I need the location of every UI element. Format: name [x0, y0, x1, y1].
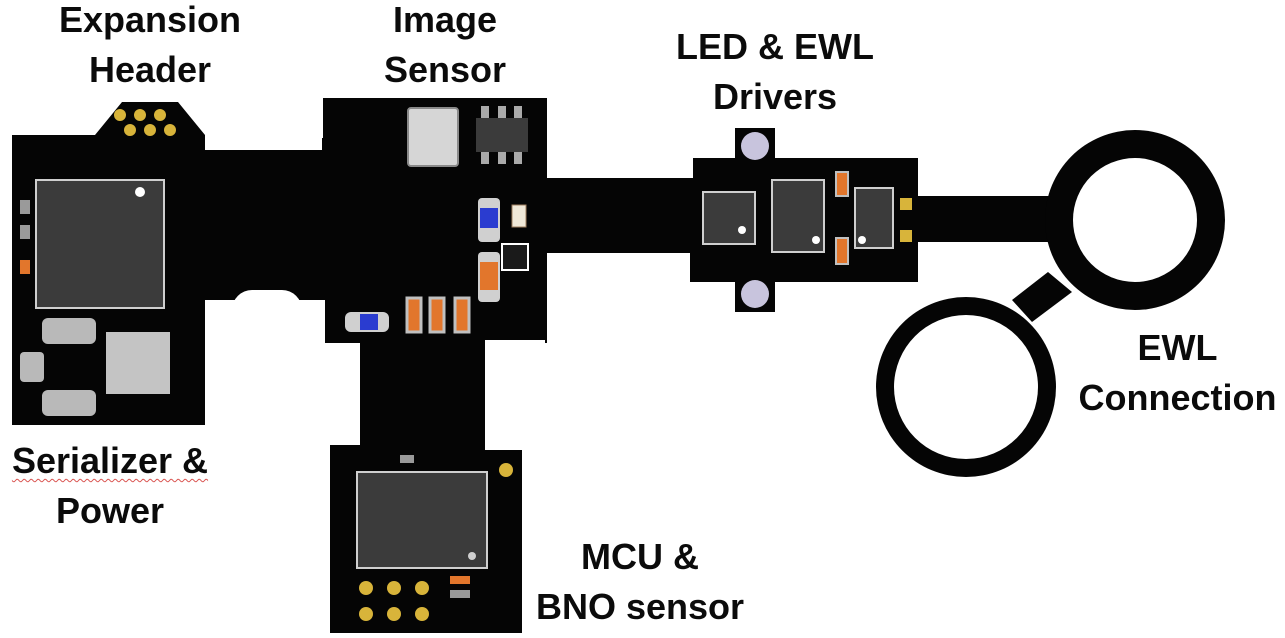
expansion-header-label: Expansion Header [40, 0, 260, 95]
led-ewl-drivers-line-2: Drivers [712, 76, 838, 117]
serializer-power-line-2: Power [55, 490, 165, 531]
ewl-connection-label: EWL Connection [1070, 323, 1285, 423]
mcu-bno-line-2: BNO sensor [535, 586, 745, 627]
mcu-components [356, 455, 513, 621]
driver-components [702, 132, 912, 308]
mcu-bno-line-1: MCU & [581, 536, 699, 577]
image-sensor-label: Image Sensor [360, 0, 530, 95]
mcu-bno-label: MCU & BNO sensor [525, 532, 755, 632]
ewl-connection-rings [876, 130, 1225, 477]
serializer-section-components [20, 109, 176, 416]
ewl-connection-line-1: EWL [1137, 327, 1218, 368]
serializer-power-line-1: Serializer & [11, 440, 209, 481]
image-sensor-line-2: Sensor [383, 49, 507, 90]
serializer-power-label: Serializer & Power [0, 436, 220, 536]
led-ewl-drivers-line-1: LED & EWL [676, 26, 874, 67]
board-notches [205, 98, 693, 450]
image-sensor-line-1: Image [392, 0, 498, 40]
expansion-header-line-2: Header [88, 49, 212, 90]
image-sensor-components [345, 106, 529, 334]
led-ewl-drivers-label: LED & EWL Drivers [650, 22, 900, 122]
expansion-header-line-1: Expansion [58, 0, 242, 40]
ewl-connection-line-2: Connection [1078, 377, 1277, 418]
